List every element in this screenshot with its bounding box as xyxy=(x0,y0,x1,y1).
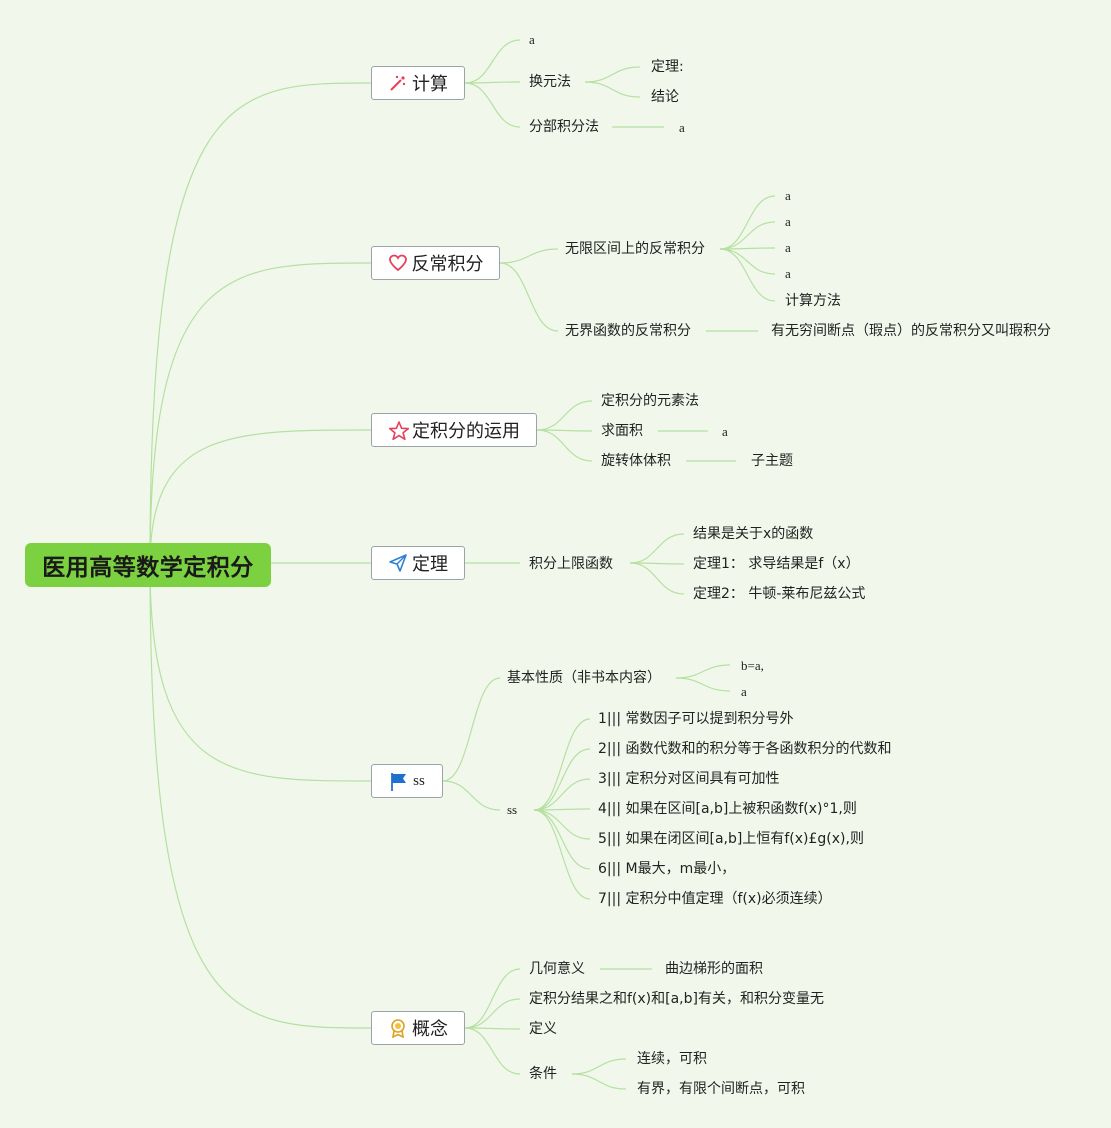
connector xyxy=(675,664,731,679)
topic-property-1[interactable]: 1||| 常数因子可以提到积分号外 xyxy=(598,711,794,727)
topic-integration-by-parts[interactable]: 分部积分法 xyxy=(529,119,599,135)
topic-infinite-a1[interactable]: a xyxy=(785,188,791,203)
topic-curved-trapezoid-area[interactable]: 曲边梯形的面积 xyxy=(665,961,763,977)
branch-label: ss xyxy=(413,772,425,789)
topic-result-depends[interactable]: 定积分结果之和f(x)和[a,b]有关，和积分变量无 xyxy=(529,991,824,1007)
topic-unbounded-function[interactable]: 无界函数的反常积分 xyxy=(565,323,691,339)
connector xyxy=(629,562,685,595)
connector xyxy=(533,809,591,900)
root-connector xyxy=(149,262,372,566)
topic-bounded-integrable[interactable]: 有界，有限个间断点，可积 xyxy=(637,1081,805,1097)
branch-label: 定积分的运用 xyxy=(412,421,520,442)
topic-infinite-a2[interactable]: a xyxy=(785,214,791,229)
topic-b-equals-a[interactable]: b=a, xyxy=(741,658,764,673)
branch-ss[interactable]: ss xyxy=(371,764,443,798)
topic-infinite-interval[interactable]: 无限区间上的反常积分 xyxy=(565,241,705,257)
topic-basic-a[interactable]: a xyxy=(741,684,747,699)
connector xyxy=(629,533,685,564)
connector xyxy=(464,998,521,1029)
connector xyxy=(499,248,559,264)
connector xyxy=(536,429,593,462)
root-topic[interactable]: 医用高等数学定积分 xyxy=(25,543,271,587)
topic-geometric-meaning[interactable]: 几何意义 xyxy=(529,961,585,977)
topic-flaw-integral[interactable]: 有无穷间断点（瑕点）的反常积分又叫瑕积分 xyxy=(771,323,1051,339)
topic-infinite-a3[interactable]: a xyxy=(785,240,791,255)
connector xyxy=(464,1027,521,1075)
branch-concept[interactable]: 概念 xyxy=(371,1011,465,1045)
topic-subtopic[interactable]: 子主题 xyxy=(751,453,793,469)
topic-area-a[interactable]: a xyxy=(722,424,728,439)
topic-upper-limit-function[interactable]: 积分上限函数 xyxy=(529,556,613,572)
branch-label: 反常积分 xyxy=(411,254,484,275)
branch-calc[interactable]: 计算 xyxy=(371,66,465,100)
branch-label: 计算 xyxy=(412,74,448,95)
connector xyxy=(533,809,591,870)
topic-continuous-integrable[interactable]: 连续，可积 xyxy=(637,1051,707,1067)
topic-calc-a[interactable]: a xyxy=(529,32,535,47)
connector xyxy=(464,39,521,84)
connector xyxy=(584,66,641,83)
connector xyxy=(533,748,591,811)
topic-theorem-2[interactable]: 定理2： 牛顿-莱布尼兹公式 xyxy=(693,586,866,602)
branch-label: 定理 xyxy=(412,554,448,575)
topic-property-7[interactable]: 7||| 定积分中值定理（f(x)必须连续） xyxy=(598,891,832,907)
heart-icon xyxy=(388,253,408,273)
root-connector xyxy=(149,429,372,566)
connector xyxy=(719,248,776,302)
topic-theorem-1[interactable]: 定理1： 求导结果是f（x） xyxy=(693,556,860,572)
connector xyxy=(442,677,501,782)
badge-icon xyxy=(388,1018,408,1039)
connector xyxy=(719,195,776,250)
connector xyxy=(533,778,591,811)
connector xyxy=(533,809,591,840)
topic-conditions[interactable]: 条件 xyxy=(529,1066,557,1082)
connector xyxy=(464,1027,521,1030)
topic-infinite-a4[interactable]: a xyxy=(785,266,791,281)
branch-application[interactable]: 定积分的运用 xyxy=(371,413,537,447)
flag-icon xyxy=(389,771,409,791)
branch-label: 概念 xyxy=(412,1019,448,1040)
topic-ss-properties[interactable]: ss xyxy=(507,802,518,817)
branch-theorem[interactable]: 定理 xyxy=(371,546,465,580)
topic-result-function-of-x[interactable]: 结果是关于x的函数 xyxy=(693,526,814,542)
topic-property-2[interactable]: 2||| 函数代数和的积分等于各函数积分的代数和 xyxy=(598,741,892,757)
connector xyxy=(499,262,559,332)
connector xyxy=(533,718,591,811)
topic-substitution-conclusion[interactable]: 结论 xyxy=(651,89,679,105)
topic-volume[interactable]: 旋转体体积 xyxy=(601,453,671,469)
topic-property-6[interactable]: 6||| M最大，m最小， xyxy=(598,861,736,877)
connector xyxy=(571,1058,627,1075)
topic-parts-a[interactable]: a xyxy=(679,120,685,135)
topic-property-4[interactable]: 4||| 如果在区间[a,b]上被积函数f(x)°1,则 xyxy=(598,801,857,817)
connector xyxy=(584,81,641,98)
connector xyxy=(464,968,521,1029)
connector xyxy=(719,248,776,275)
branch-improper-integral[interactable]: 反常积分 xyxy=(371,246,500,280)
connector xyxy=(675,677,731,692)
topic-substitution-theorem[interactable]: 定理: xyxy=(651,59,684,75)
connector xyxy=(442,780,501,811)
root-connector xyxy=(149,564,372,1029)
send-icon xyxy=(388,553,408,573)
topic-basic-properties[interactable]: 基本性质（非书本内容） xyxy=(507,670,661,686)
connector xyxy=(571,1073,627,1090)
topic-calc-method[interactable]: 计算方法 xyxy=(785,293,841,309)
topic-property-5[interactable]: 5||| 如果在闭区间[a,b]上恒有f(x)£g(x),则 xyxy=(598,831,864,847)
topic-definition[interactable]: 定义 xyxy=(529,1021,557,1037)
root-connector xyxy=(149,82,372,566)
star-icon xyxy=(388,420,410,441)
topic-element-method[interactable]: 定积分的元素法 xyxy=(601,393,699,409)
connector xyxy=(464,82,521,128)
topic-substitution[interactable]: 换元法 xyxy=(529,74,571,90)
root-connector xyxy=(149,564,372,782)
connector xyxy=(719,221,776,250)
sparkle-icon xyxy=(388,73,408,93)
topic-area[interactable]: 求面积 xyxy=(601,423,643,439)
connector xyxy=(536,400,593,431)
topic-property-3[interactable]: 3||| 定积分对区间具有可加性 xyxy=(598,771,780,787)
connector xyxy=(464,81,521,84)
